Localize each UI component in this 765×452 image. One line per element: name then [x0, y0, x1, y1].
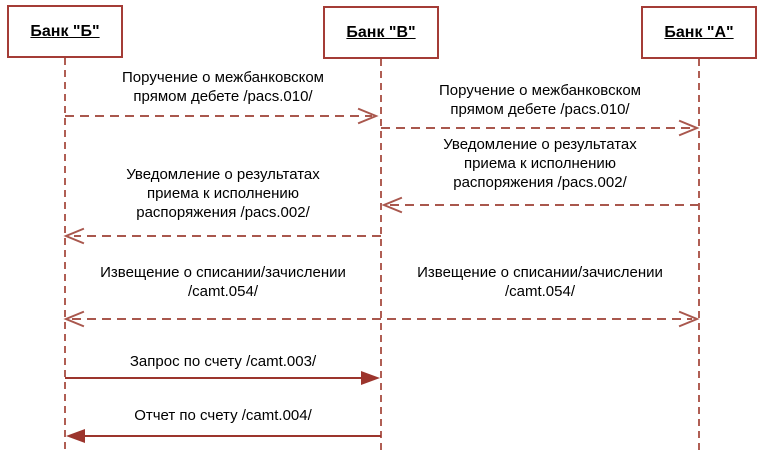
message-label-pacs010-v-to-a: Поручение о межбанковском прямом дебете … [439, 82, 641, 118]
arrowhead-left-camt004 [66, 429, 85, 443]
arrowhead-left-camt054 [63, 310, 85, 328]
message-label-pacs010-b-to-v: Поручение о межбанковском прямом дебете … [122, 69, 324, 105]
actor-box-bank-b: Банк "Б" [7, 5, 123, 58]
arrowhead-right-pacs010-v-to-a [678, 119, 700, 137]
arrowhead-left-pacs002-v-to-b [63, 227, 85, 245]
message-label-pacs002-v-to-b: Уведомление о результатах приема к испол… [126, 166, 320, 221]
actor-label-bank-v: Банк "В" [346, 23, 416, 41]
message-label-camt054-left: Извещение о списании/зачислении /camt.05… [100, 264, 346, 300]
message-label-camt003: Запрос по счету /camt.003/ [129, 353, 317, 370]
message-label-camt054-right: Извещение о списании/зачислении /camt.05… [417, 264, 663, 300]
arrowhead-right-camt054 [678, 310, 700, 328]
message-label-pacs002-a-to-v: Уведомление о результатах приема к испол… [443, 136, 637, 191]
actor-box-bank-v: Банк "В" [323, 6, 439, 59]
message-label-camt004: Отчет по счету /camt.004/ [134, 407, 312, 424]
arrowhead-right-camt003 [361, 371, 380, 385]
arrowhead-right-pacs010-b-to-v [357, 107, 379, 125]
actor-label-bank-b: Банк "Б" [30, 22, 100, 40]
arrowhead-left-pacs002-a-to-v [381, 196, 403, 214]
actor-label-bank-a: Банк "А" [664, 23, 734, 41]
actor-box-bank-a: Банк "А" [641, 6, 757, 59]
